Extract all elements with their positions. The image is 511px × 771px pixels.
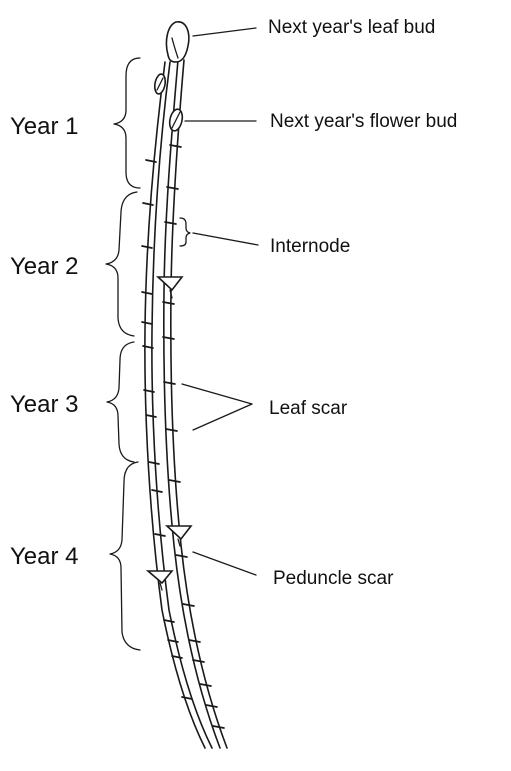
leaf-scar-pointer-upper [182,384,252,404]
peduncle-scar-upper [158,277,182,298]
internode-label: Internode [270,236,350,257]
year-4-brace [110,462,140,650]
leaf-bud-label: Next year's leaf bud [268,17,435,38]
peduncle-scar-pointer [193,552,256,575]
year-3-brace [107,342,134,462]
peduncle-scar-label: Peduncle scar [273,568,394,589]
year-3-label: Year 3 [10,391,79,418]
year-labels: Year 1 Year 2 Year 3 Year 4 [10,113,79,570]
internode-pointer [193,233,258,245]
year-1-label: Year 1 [10,113,79,140]
peduncle-scar-middle [167,526,191,546]
axillary-bud-left [153,73,166,94]
leaf-bud-pointer [193,28,256,36]
leaf-scar-pointer-lower [193,404,252,430]
peduncle-scar-lower [148,571,172,590]
year-2-label: Year 2 [10,253,79,280]
flower-bud-label: Next year's flower bud [270,111,457,132]
right-stem-outline-inner [171,60,227,748]
year-4-label: Year 4 [10,543,79,570]
pointer-lines [182,28,258,575]
left-stem-outline-outer [145,62,205,748]
stems [145,60,227,748]
part-labels: Next year's leaf bud Next year's flower … [268,17,457,589]
left-stem-outline-inner [152,62,212,748]
flower-bud [168,108,184,132]
year-2-brace [106,192,137,336]
year-1-brace [114,58,140,188]
leaf-scar-label: Leaf scar [269,398,348,419]
terminal-leaf-bud [166,22,188,62]
internode-brace [180,218,190,246]
